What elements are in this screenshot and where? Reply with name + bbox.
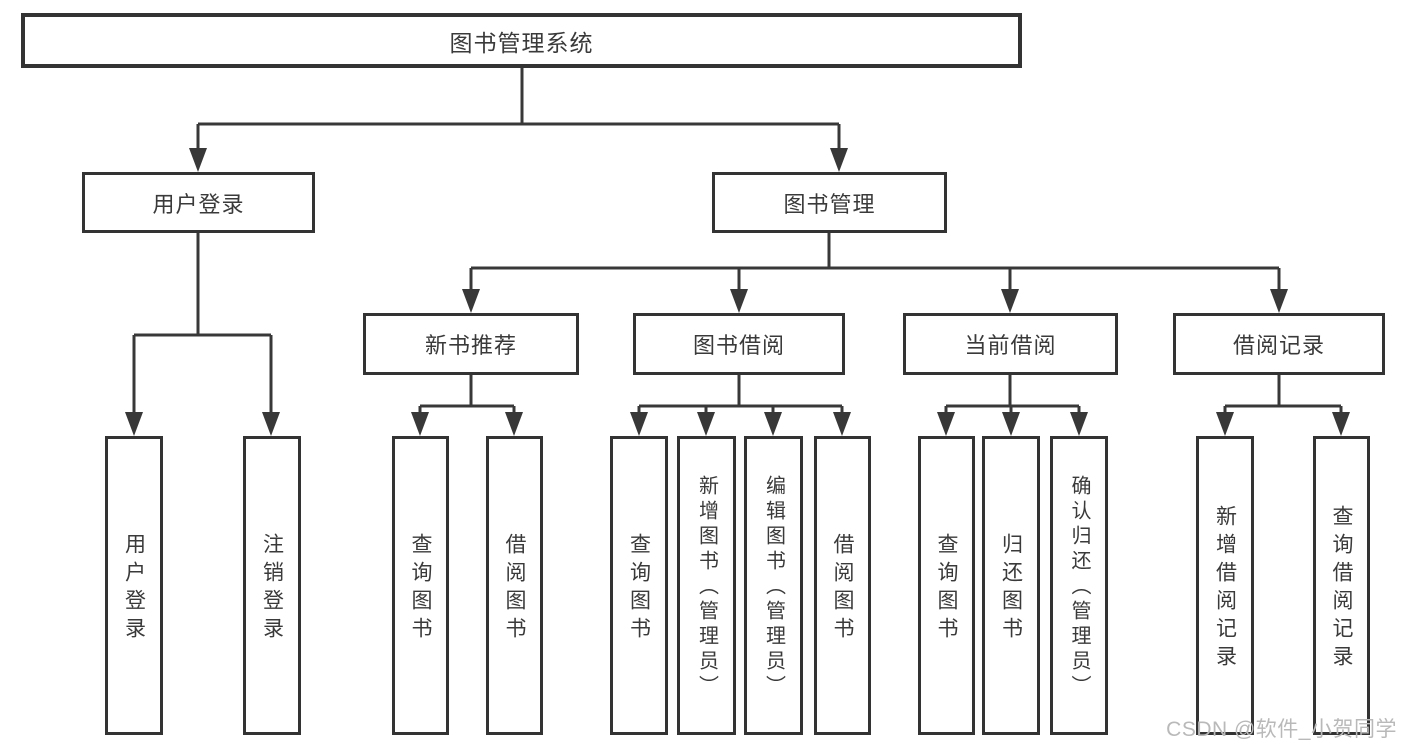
connector-root xyxy=(196,68,841,152)
arrowhead xyxy=(937,412,955,436)
arrowhead xyxy=(1332,412,1350,436)
leaf-confirm-return-admin: 确认归还（管理员） xyxy=(1050,436,1108,735)
arrowhead xyxy=(505,412,523,436)
leaf-add-borrow-record: 新增借阅记录 xyxy=(1196,436,1254,735)
node-user-login-branch: 用户登录 xyxy=(82,172,315,233)
leaf-borrow-books-recommend: 借阅图书 xyxy=(486,436,543,735)
arrowhead xyxy=(411,412,429,436)
leaf-add-book-admin: 新增图书（管理员） xyxy=(677,436,736,735)
arrowhead xyxy=(1001,289,1019,313)
leaf-return-book: 归还图书 xyxy=(982,436,1040,735)
leaf-logout-login: 注销登录 xyxy=(243,436,301,735)
connector-user-login xyxy=(132,233,273,416)
arrowhead xyxy=(1070,412,1088,436)
node-borrowing-records: 借阅记录 xyxy=(1173,313,1385,375)
connector-book-management xyxy=(469,233,1281,293)
node-new-book-recommend: 新书推荐 xyxy=(363,313,579,375)
leaf-query-books-recommend: 查询图书 xyxy=(392,436,449,735)
leaf-query-books-current: 查询图书 xyxy=(918,436,975,735)
leaf-query-books-borrow: 查询图书 xyxy=(610,436,668,735)
csdn-watermark: CSDN @软件_小贺同学 xyxy=(1166,718,1397,741)
arrowhead xyxy=(1270,289,1288,313)
arrowhead xyxy=(1216,412,1234,436)
connector-new-book xyxy=(418,375,516,416)
node-library-management-system: 图书管理系统 xyxy=(21,13,1022,68)
leaf-user-login: 用户登录 xyxy=(105,436,163,735)
connector-book-borrow xyxy=(637,375,844,416)
arrowhead xyxy=(830,148,848,172)
arrowhead xyxy=(697,412,715,436)
arrowhead xyxy=(262,412,280,436)
arrowhead xyxy=(189,148,207,172)
leaf-borrow-books: 借阅图书 xyxy=(814,436,871,735)
arrowhead xyxy=(630,412,648,436)
arrowhead xyxy=(730,289,748,313)
connector-borrow-records xyxy=(1223,375,1343,416)
node-book-borrowing: 图书借阅 xyxy=(633,313,845,375)
leaf-edit-book-admin: 编辑图书（管理员） xyxy=(744,436,803,735)
arrowhead xyxy=(833,412,851,436)
arrowhead xyxy=(125,412,143,436)
leaf-query-borrow-record: 查询借阅记录 xyxy=(1313,436,1370,735)
arrowhead xyxy=(462,289,480,313)
connector-current-borrow xyxy=(944,375,1081,416)
node-book-management: 图书管理 xyxy=(712,172,947,233)
node-current-borrowing: 当前借阅 xyxy=(903,313,1118,375)
arrowhead xyxy=(1002,412,1020,436)
arrowhead xyxy=(764,412,782,436)
